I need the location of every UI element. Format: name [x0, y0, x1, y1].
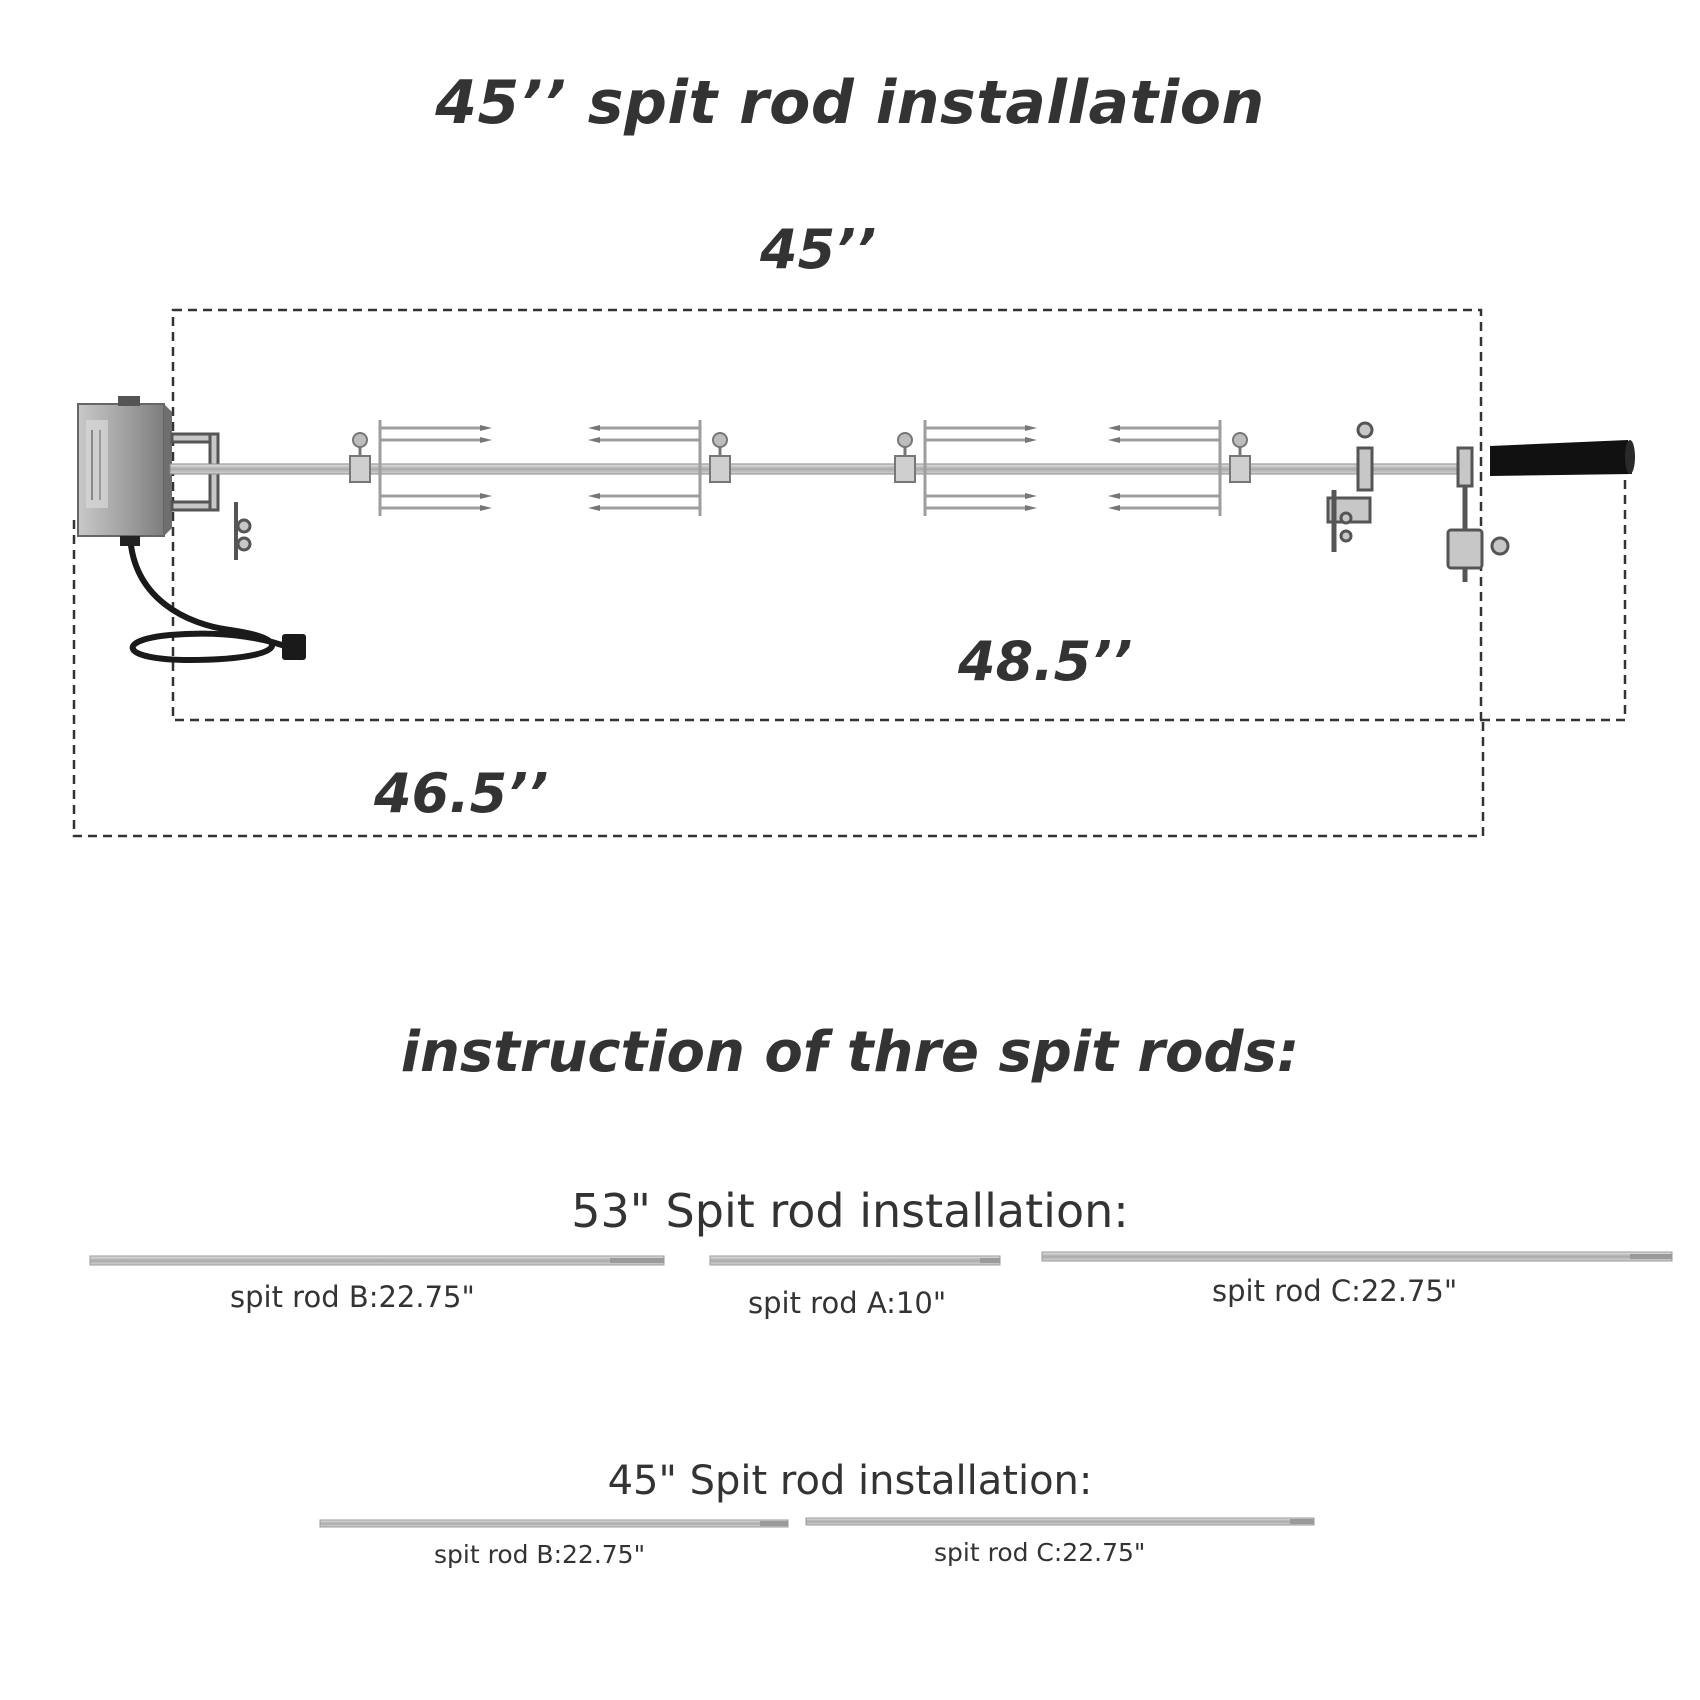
dimension-line-46-5 — [72, 520, 1485, 838]
subtitle-53: 53" Spit rod installation: — [571, 1184, 1129, 1238]
meat-fork-icon — [588, 420, 731, 516]
rod-label-45-c: spit rod C:22.75" — [934, 1538, 1146, 1567]
rod-label-53-a: spit rod A:10" — [748, 1286, 947, 1320]
bracket-icon — [1326, 421, 1374, 552]
meat-fork-icon — [349, 420, 492, 516]
bracket-icon — [170, 432, 252, 560]
dimension-label-45: 45’’ — [760, 218, 877, 281]
rod-label-45-b: spit rod B:22.75" — [434, 1540, 646, 1569]
spit-rod-45-c — [805, 1517, 1315, 1526]
dimension-box-45 — [171, 308, 1483, 722]
bracket-icon — [1446, 446, 1510, 582]
dimension-label-46-5: 46.5’’ — [374, 762, 549, 825]
subtitle-45: 45" Spit rod installation: — [607, 1458, 1093, 1504]
rotisserie-motor-icon — [77, 396, 172, 546]
meat-fork-icon — [894, 420, 1037, 516]
rod-label-53-b: spit rod B:22.75" — [230, 1280, 475, 1314]
dimension-line-48-5 — [1481, 470, 1627, 722]
page-title: 45’’ spit rod installation — [435, 68, 1265, 138]
plug-icon — [282, 634, 306, 660]
meat-fork-icon — [1108, 420, 1251, 516]
section-title: instruction of thre spit rods: — [400, 1020, 1300, 1085]
spit-rod-53-b — [89, 1255, 665, 1266]
power-cord-icon — [127, 527, 293, 664]
spit-rod-53-a — [709, 1255, 1001, 1266]
spit-rod-53-c — [1041, 1251, 1673, 1262]
rod-label-53-c: spit rod C:22.75" — [1212, 1274, 1458, 1308]
handle-icon — [1490, 440, 1635, 476]
spit-rod-45-b — [319, 1519, 789, 1528]
dimension-label-48-5: 48.5’’ — [958, 630, 1133, 693]
